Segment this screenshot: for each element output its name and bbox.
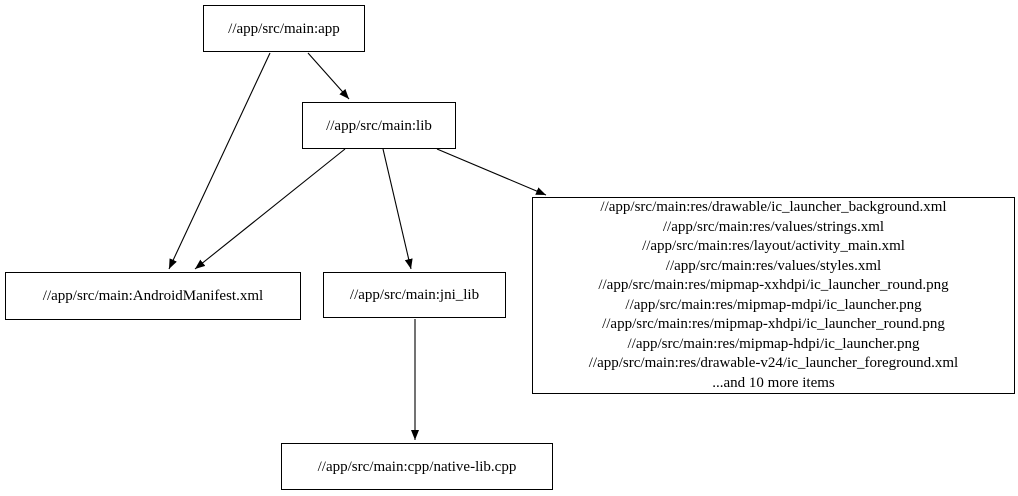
- node-native-lib-cpp-label: //app/src/main:cpp/native-lib.cpp: [317, 458, 517, 475]
- node-resources-list: //app/src/main:res/drawable/ic_launcher_…: [532, 197, 1015, 394]
- node-lib: //app/src/main:lib: [302, 102, 456, 149]
- edge-lib-to-resources: [436, 148, 547, 196]
- resource-item: //app/src/main:res/mipmap-hdpi/ic_launch…: [627, 335, 920, 352]
- edge-lib-to-jni-lib: [382, 148, 413, 270]
- node-app: //app/src/main:app: [203, 5, 365, 52]
- edge-app-to-manifest: [168, 52, 271, 270]
- resource-item: //app/src/main:res/mipmap-xhdpi/ic_launc…: [602, 316, 945, 332]
- node-android-manifest-label: //app/src/main:AndroidManifest.xml: [42, 288, 264, 304]
- node-native-lib-cpp: //app/src/main:cpp/native-lib.cpp: [281, 443, 553, 490]
- resource-item: //app/src/main:res/mipmap-mdpi/ic_launch…: [625, 296, 922, 313]
- resource-item: //app/src/main:res/values/styles.xml: [665, 257, 882, 274]
- node-app-label: //app/src/main:app: [228, 20, 340, 37]
- resource-item: //app/src/main:res/drawable-v24/ic_launc…: [588, 355, 959, 371]
- resource-more-items: ...and 10 more items: [712, 374, 835, 391]
- node-android-manifest: //app/src/main:AndroidManifest.xml: [5, 272, 301, 320]
- resource-item: //app/src/main:res/mipmap-xxhdpi/ic_laun…: [598, 277, 949, 293]
- node-lib-label: //app/src/main:lib: [326, 117, 432, 134]
- resource-item: //app/src/main:res/values/strings.xml: [662, 218, 885, 235]
- resource-item: //app/src/main:res/layout/activity_main.…: [642, 238, 905, 254]
- resource-item: //app/src/main:res/drawable/ic_launcher_…: [600, 199, 947, 215]
- node-jni-lib-label: //app/src/main:jni_lib: [349, 287, 480, 303]
- edge-lib-to-manifest: [194, 148, 346, 270]
- edge-app-to-lib: [307, 52, 350, 100]
- node-jni-lib: //app/src/main:jni_lib: [323, 272, 506, 318]
